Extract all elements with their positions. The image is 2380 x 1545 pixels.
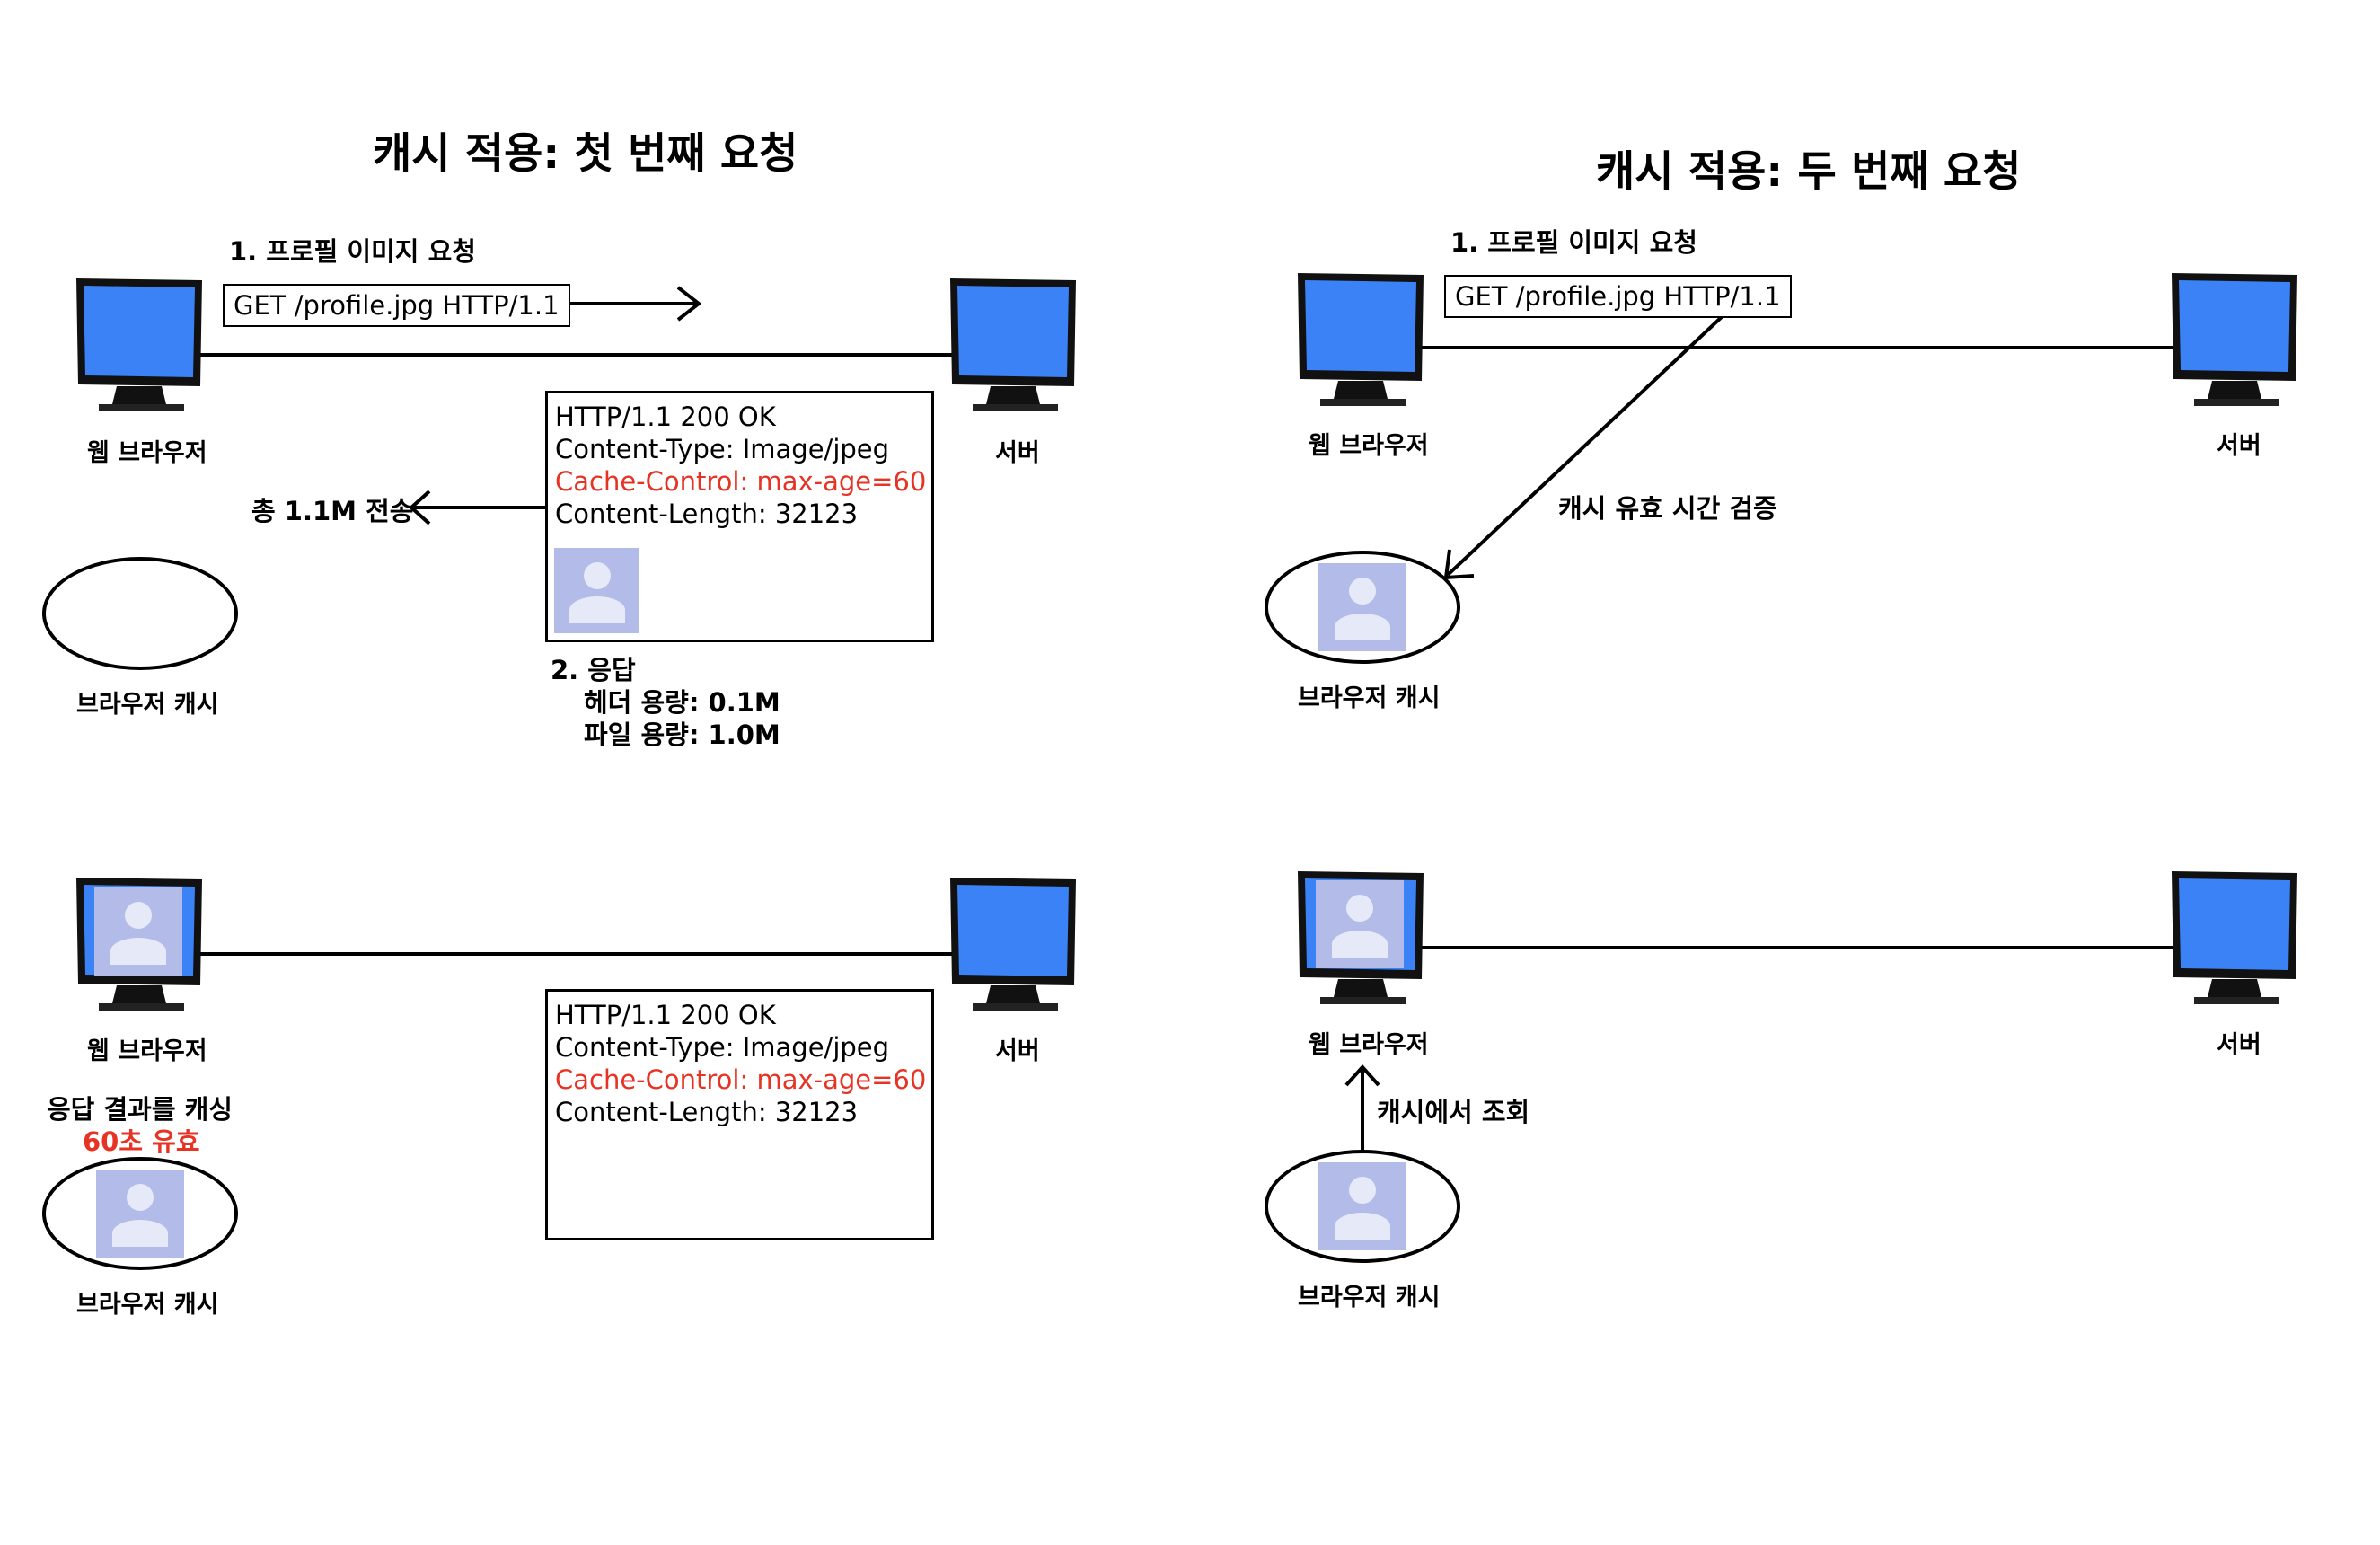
client-label: 웹 브라우저 bbox=[1309, 1031, 1429, 1059]
cache-label: 브라우저 캐시 bbox=[1298, 684, 1441, 712]
server-monitor-icon bbox=[950, 277, 1076, 411]
response-status: HTTP/1.1 200 OK bbox=[555, 1000, 776, 1030]
cached-profile-image bbox=[1318, 563, 1406, 651]
step2-label: 2. 응답 bbox=[551, 655, 636, 685]
validate-arrow bbox=[1446, 313, 1726, 577]
lookup-label: 캐시에서 조회 bbox=[1377, 1097, 1530, 1127]
panel3-title: 캐시 적용: 두 번째 요청 bbox=[1596, 147, 2022, 197]
header-size-label: 헤더 용량: 0.1M bbox=[584, 687, 780, 718]
client-monitor-icon bbox=[1298, 271, 1424, 406]
profile-image bbox=[554, 548, 639, 633]
cached-profile-image bbox=[1316, 880, 1404, 968]
connection-line bbox=[1419, 946, 2182, 949]
cached-profile-image bbox=[96, 1170, 184, 1258]
cache-label: 브라우저 캐시 bbox=[1298, 1284, 1441, 1311]
lookup-arrowhead bbox=[1344, 1064, 1380, 1087]
connection-line bbox=[198, 353, 961, 357]
validate-label: 캐시 유효 시간 검증 bbox=[1558, 493, 1777, 524]
cache-ttl-note: 60초 유효 bbox=[83, 1126, 200, 1157]
cache-note: 응답 결과를 캐싱 bbox=[47, 1094, 233, 1125]
server-monitor-icon bbox=[2172, 271, 2297, 406]
server-label: 서버 bbox=[2217, 432, 2261, 460]
cache-label: 브라우저 캐시 bbox=[76, 1291, 219, 1319]
response-box: HTTP/1.1 200 OK Content-Type: Image/jpeg… bbox=[545, 391, 934, 642]
server-monitor-icon bbox=[2172, 870, 2297, 1004]
response-box: HTTP/1.1 200 OK Content-Type: Image/jpeg… bbox=[545, 989, 934, 1240]
request-box: GET /profile.jpg HTTP/1.1 bbox=[1444, 275, 1792, 318]
server-label: 서버 bbox=[995, 1037, 1040, 1065]
client-label: 웹 브라우저 bbox=[1309, 432, 1429, 460]
server-monitor-icon bbox=[950, 876, 1076, 1011]
client-label: 웹 브라우저 bbox=[87, 439, 207, 467]
response-cache-control: Cache-Control: max-age=60 bbox=[555, 1064, 927, 1095]
browser-cache-ellipse bbox=[42, 557, 238, 670]
response-content-type: Content-Type: Image/jpeg bbox=[555, 1032, 890, 1063]
response-status: HTTP/1.1 200 OK bbox=[555, 402, 776, 432]
cached-profile-image bbox=[1318, 1162, 1406, 1250]
panel1-step1-label: 1. 프로필 이미지 요청 bbox=[229, 236, 476, 267]
transfer-label: 총 1.1M 전송 bbox=[251, 496, 414, 526]
client-monitor-icon bbox=[76, 277, 202, 411]
panel1-title: 캐시 적용: 첫 번째 요청 bbox=[373, 129, 798, 179]
response-content-length: Content-Length: 32123 bbox=[555, 499, 859, 529]
server-label: 서버 bbox=[995, 439, 1040, 467]
client-label: 웹 브라우저 bbox=[87, 1037, 207, 1065]
file-size-label: 파일 용량: 1.0M bbox=[584, 720, 780, 750]
connection-line bbox=[1419, 346, 2182, 349]
response-content-type: Content-Type: Image/jpeg bbox=[555, 434, 890, 464]
transfer-arrowhead bbox=[409, 490, 431, 525]
response-cache-control: Cache-Control: max-age=60 bbox=[555, 466, 927, 497]
response-content-length: Content-Length: 32123 bbox=[555, 1097, 859, 1127]
server-label: 서버 bbox=[2217, 1031, 2261, 1059]
panel3-step1-label: 1. 프로필 이미지 요청 bbox=[1450, 227, 1697, 258]
connection-line bbox=[198, 952, 961, 956]
request-box: GET /profile.jpg HTTP/1.1 bbox=[223, 284, 570, 327]
cache-label: 브라우저 캐시 bbox=[76, 691, 219, 719]
cached-profile-image bbox=[94, 887, 182, 976]
request-arrowhead bbox=[676, 286, 702, 322]
